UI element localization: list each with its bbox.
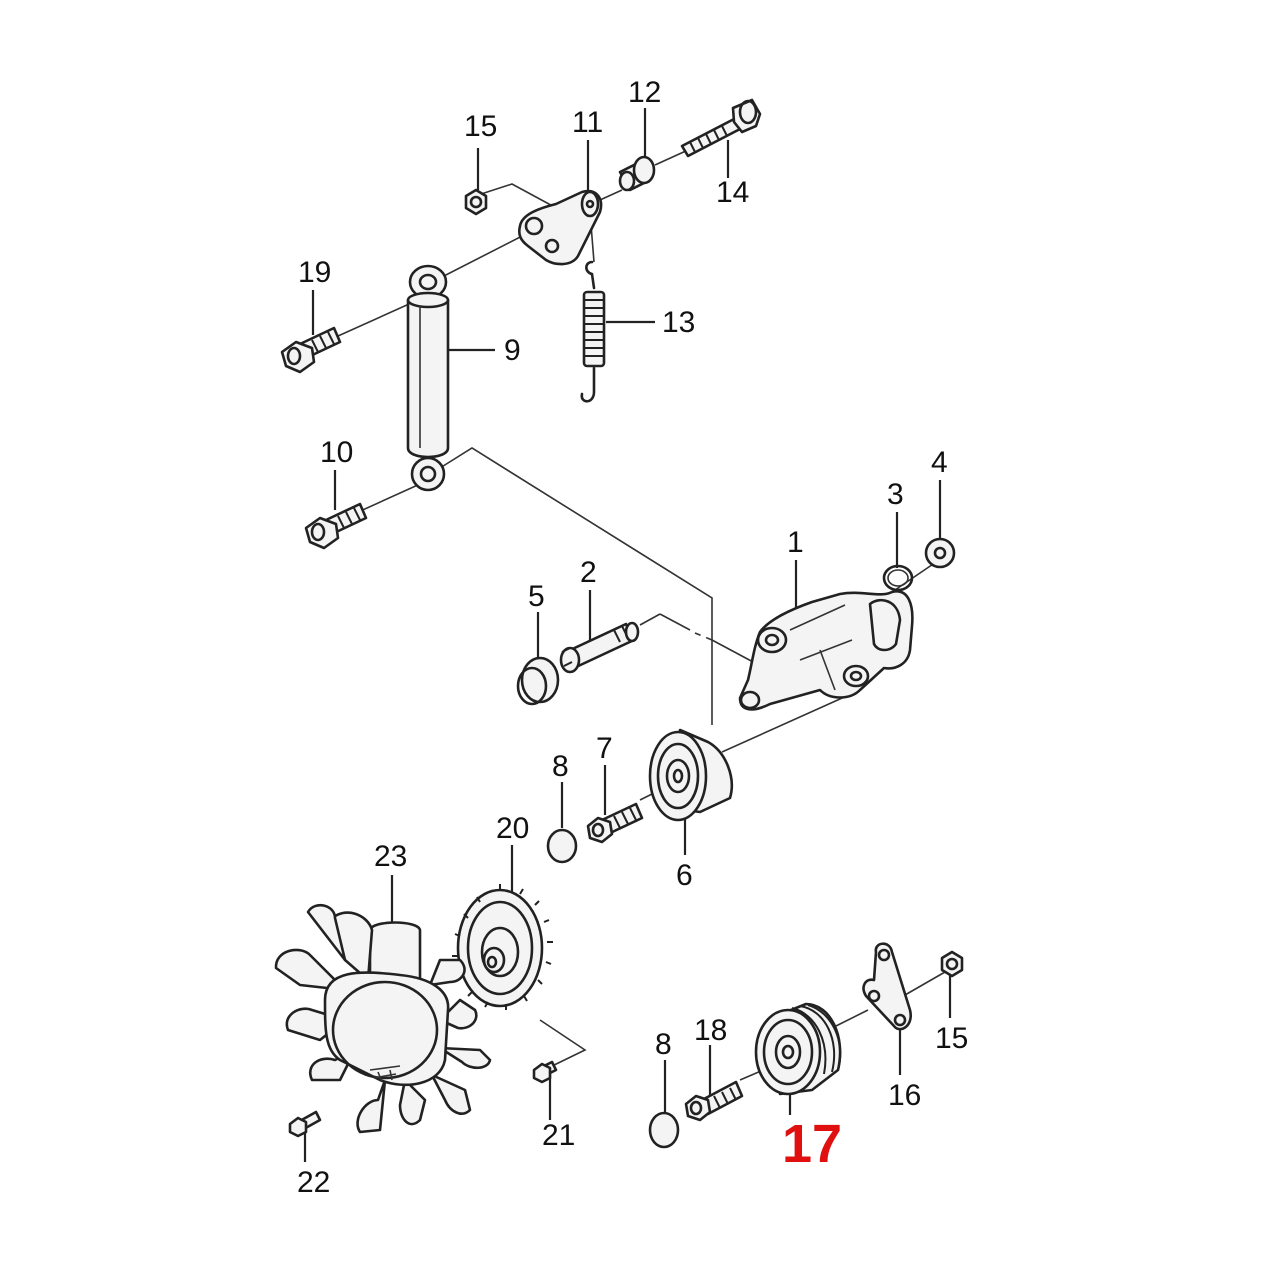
callout-17-highlighted: 17 bbox=[782, 1114, 842, 1174]
bracket-11 bbox=[517, 189, 603, 266]
plate-16 bbox=[862, 942, 912, 1031]
bushing-12 bbox=[618, 155, 656, 192]
callout-11: 11 bbox=[572, 106, 603, 139]
spring-13 bbox=[580, 260, 606, 403]
callout-9: 9 bbox=[504, 334, 521, 367]
bolt-23 bbox=[288, 1110, 322, 1138]
callout-22: 23 bbox=[374, 840, 407, 873]
oring-3 bbox=[882, 564, 914, 592]
pin-2 bbox=[559, 621, 640, 674]
damper-9 bbox=[406, 264, 450, 492]
bolt-19 bbox=[280, 326, 342, 374]
nut-15-top bbox=[464, 188, 488, 216]
fan-22 bbox=[274, 903, 492, 1134]
bolt-7 bbox=[586, 802, 644, 844]
bolt-14 bbox=[680, 98, 762, 158]
callout-19: 19 bbox=[298, 256, 331, 289]
grooved-pulley-17 bbox=[754, 1002, 842, 1096]
tensioner-bracket-1 bbox=[738, 590, 914, 711]
callout-16: 16 bbox=[888, 1079, 921, 1112]
callout-15-lower: 15 bbox=[935, 1022, 968, 1055]
callout-12: 12 bbox=[628, 76, 661, 109]
callout-6: 6 bbox=[676, 859, 693, 892]
callout-labels: 15 11 12 14 13 9 19 10 1 3 4 5 2 7 8 6 2… bbox=[297, 76, 968, 1199]
bolt-18 bbox=[684, 1080, 744, 1122]
callout-10: 10 bbox=[320, 436, 353, 469]
bolt-21 bbox=[532, 1060, 558, 1084]
washer-4 bbox=[924, 537, 956, 569]
callout-5: 5 bbox=[528, 580, 545, 613]
bolt-10 bbox=[304, 502, 368, 550]
washer-8-lower bbox=[648, 1111, 680, 1149]
callout-8-upper: 8 bbox=[552, 750, 569, 783]
callout-1: 1 bbox=[787, 526, 804, 559]
leader-lines bbox=[303, 108, 952, 1162]
callout-23: 22 bbox=[297, 1166, 330, 1199]
callout-21: 21 bbox=[542, 1119, 575, 1152]
callout-13: 13 bbox=[662, 306, 695, 339]
nut-15-bottom bbox=[940, 950, 964, 978]
fan-clutch-20 bbox=[452, 884, 553, 1010]
callout-8-lower: 8 bbox=[655, 1028, 672, 1061]
callout-14: 14 bbox=[716, 176, 749, 209]
callout-20: 20 bbox=[496, 812, 529, 845]
callout-2: 2 bbox=[580, 556, 597, 589]
idler-pulley-6 bbox=[648, 728, 734, 822]
washer-8-upper bbox=[546, 828, 578, 864]
callout-3: 3 bbox=[887, 478, 904, 511]
callout-15: 15 bbox=[464, 110, 497, 143]
callout-4: 4 bbox=[931, 446, 948, 479]
callout-18: 18 bbox=[694, 1014, 727, 1047]
callout-7: 7 bbox=[596, 732, 613, 765]
cap-5 bbox=[516, 656, 560, 706]
